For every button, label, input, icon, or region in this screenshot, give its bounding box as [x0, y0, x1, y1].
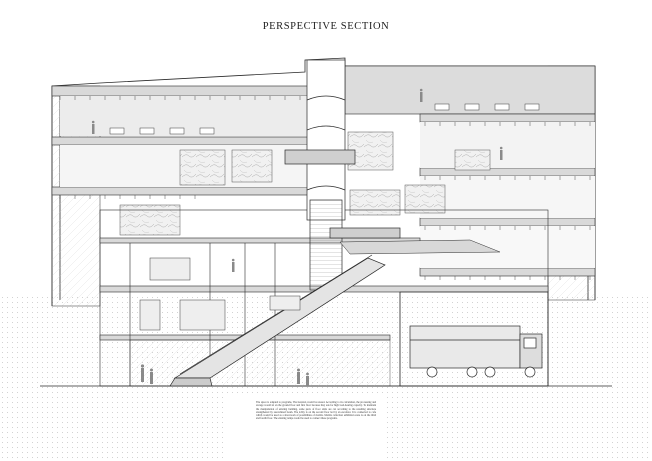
- truck: [409, 325, 543, 378]
- processing-machinery: [139, 257, 301, 331]
- project-description: The space is adapted to programs. The it…: [256, 401, 376, 421]
- loading-bay: [399, 291, 549, 387]
- upper-ramp: [339, 239, 501, 255]
- beam-teeth: [59, 96, 591, 280]
- people-figures: [91, 88, 503, 386]
- ground-floor-glazing: [129, 339, 391, 387]
- right-wing-slabs: [344, 65, 596, 277]
- escalator: [169, 254, 386, 387]
- sheet-title: PERSPECTIVE SECTION: [262, 21, 390, 32]
- office-desks: [109, 103, 540, 135]
- marble-exhibition-panels: [119, 131, 491, 236]
